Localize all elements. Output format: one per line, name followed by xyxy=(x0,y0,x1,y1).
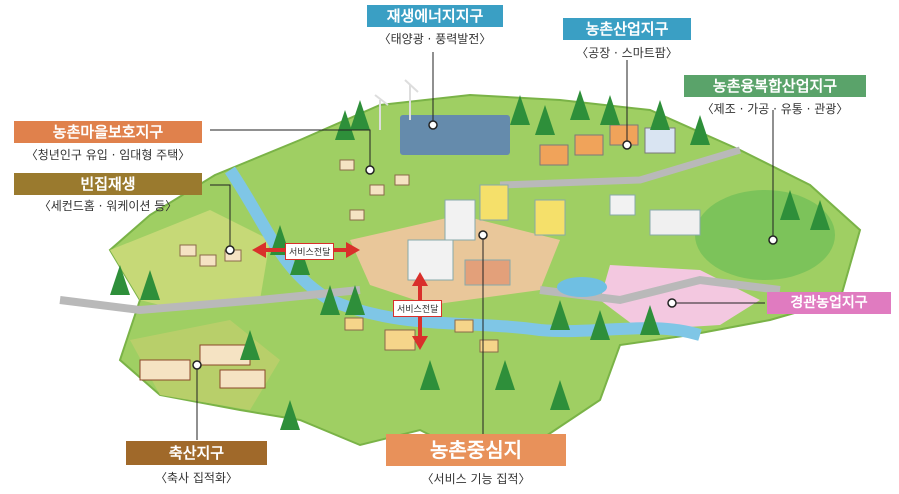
village-houses xyxy=(179,159,410,267)
zone-label-vacant: 빈집재생 xyxy=(14,173,202,195)
solar-field xyxy=(400,115,510,155)
zone-label-landscape: 경관농업지구 xyxy=(767,292,891,314)
zone-label-convergence: 농촌융복합산업지구 xyxy=(684,75,866,97)
leader-lines xyxy=(196,52,774,440)
pond xyxy=(557,277,607,297)
trees xyxy=(110,90,830,430)
wind-turbines xyxy=(374,79,419,130)
zone-sub-center: 〈서비스 기능 집적〉 xyxy=(421,472,531,486)
barns xyxy=(139,344,266,389)
leader-dots xyxy=(192,120,778,370)
road-left xyxy=(59,286,361,315)
convergence-area xyxy=(695,190,835,280)
city-buildings xyxy=(407,184,701,286)
zone-sub-vacant: 〈세컨드홈 · 워케이션 등〉 xyxy=(38,199,178,213)
zone-label-livestock: 축산지구 xyxy=(126,441,267,465)
zone-label-center: 농촌중심지 xyxy=(386,434,566,466)
zone-sub-village: 〈청년인구 유입 · 임대형 주택〉 xyxy=(25,148,191,162)
zone-label-renewable: 재생에너지지구 xyxy=(367,5,503,27)
center-houses xyxy=(344,317,499,353)
factories xyxy=(539,124,676,166)
zone-label-industry: 농촌산업지구 xyxy=(563,18,691,40)
road-upper xyxy=(499,146,742,189)
zone-sub-convergence: 〈제조 · 가공 · 유통 · 관광〉 xyxy=(701,102,849,116)
zone-sub-livestock: 〈축사 집적화〉 xyxy=(154,471,238,485)
zone-label-village: 농촌마을보호지구 xyxy=(14,121,202,143)
service-arrow-label-left: 서비스전달 xyxy=(285,243,335,260)
zone-sub-renewable: 〈태양광 · 풍력발전〉 xyxy=(378,32,492,46)
zone-sub-industry: 〈공장 · 스마트팜〉 xyxy=(576,46,678,60)
service-arrow-label-down: 서비스전달 xyxy=(393,300,443,317)
